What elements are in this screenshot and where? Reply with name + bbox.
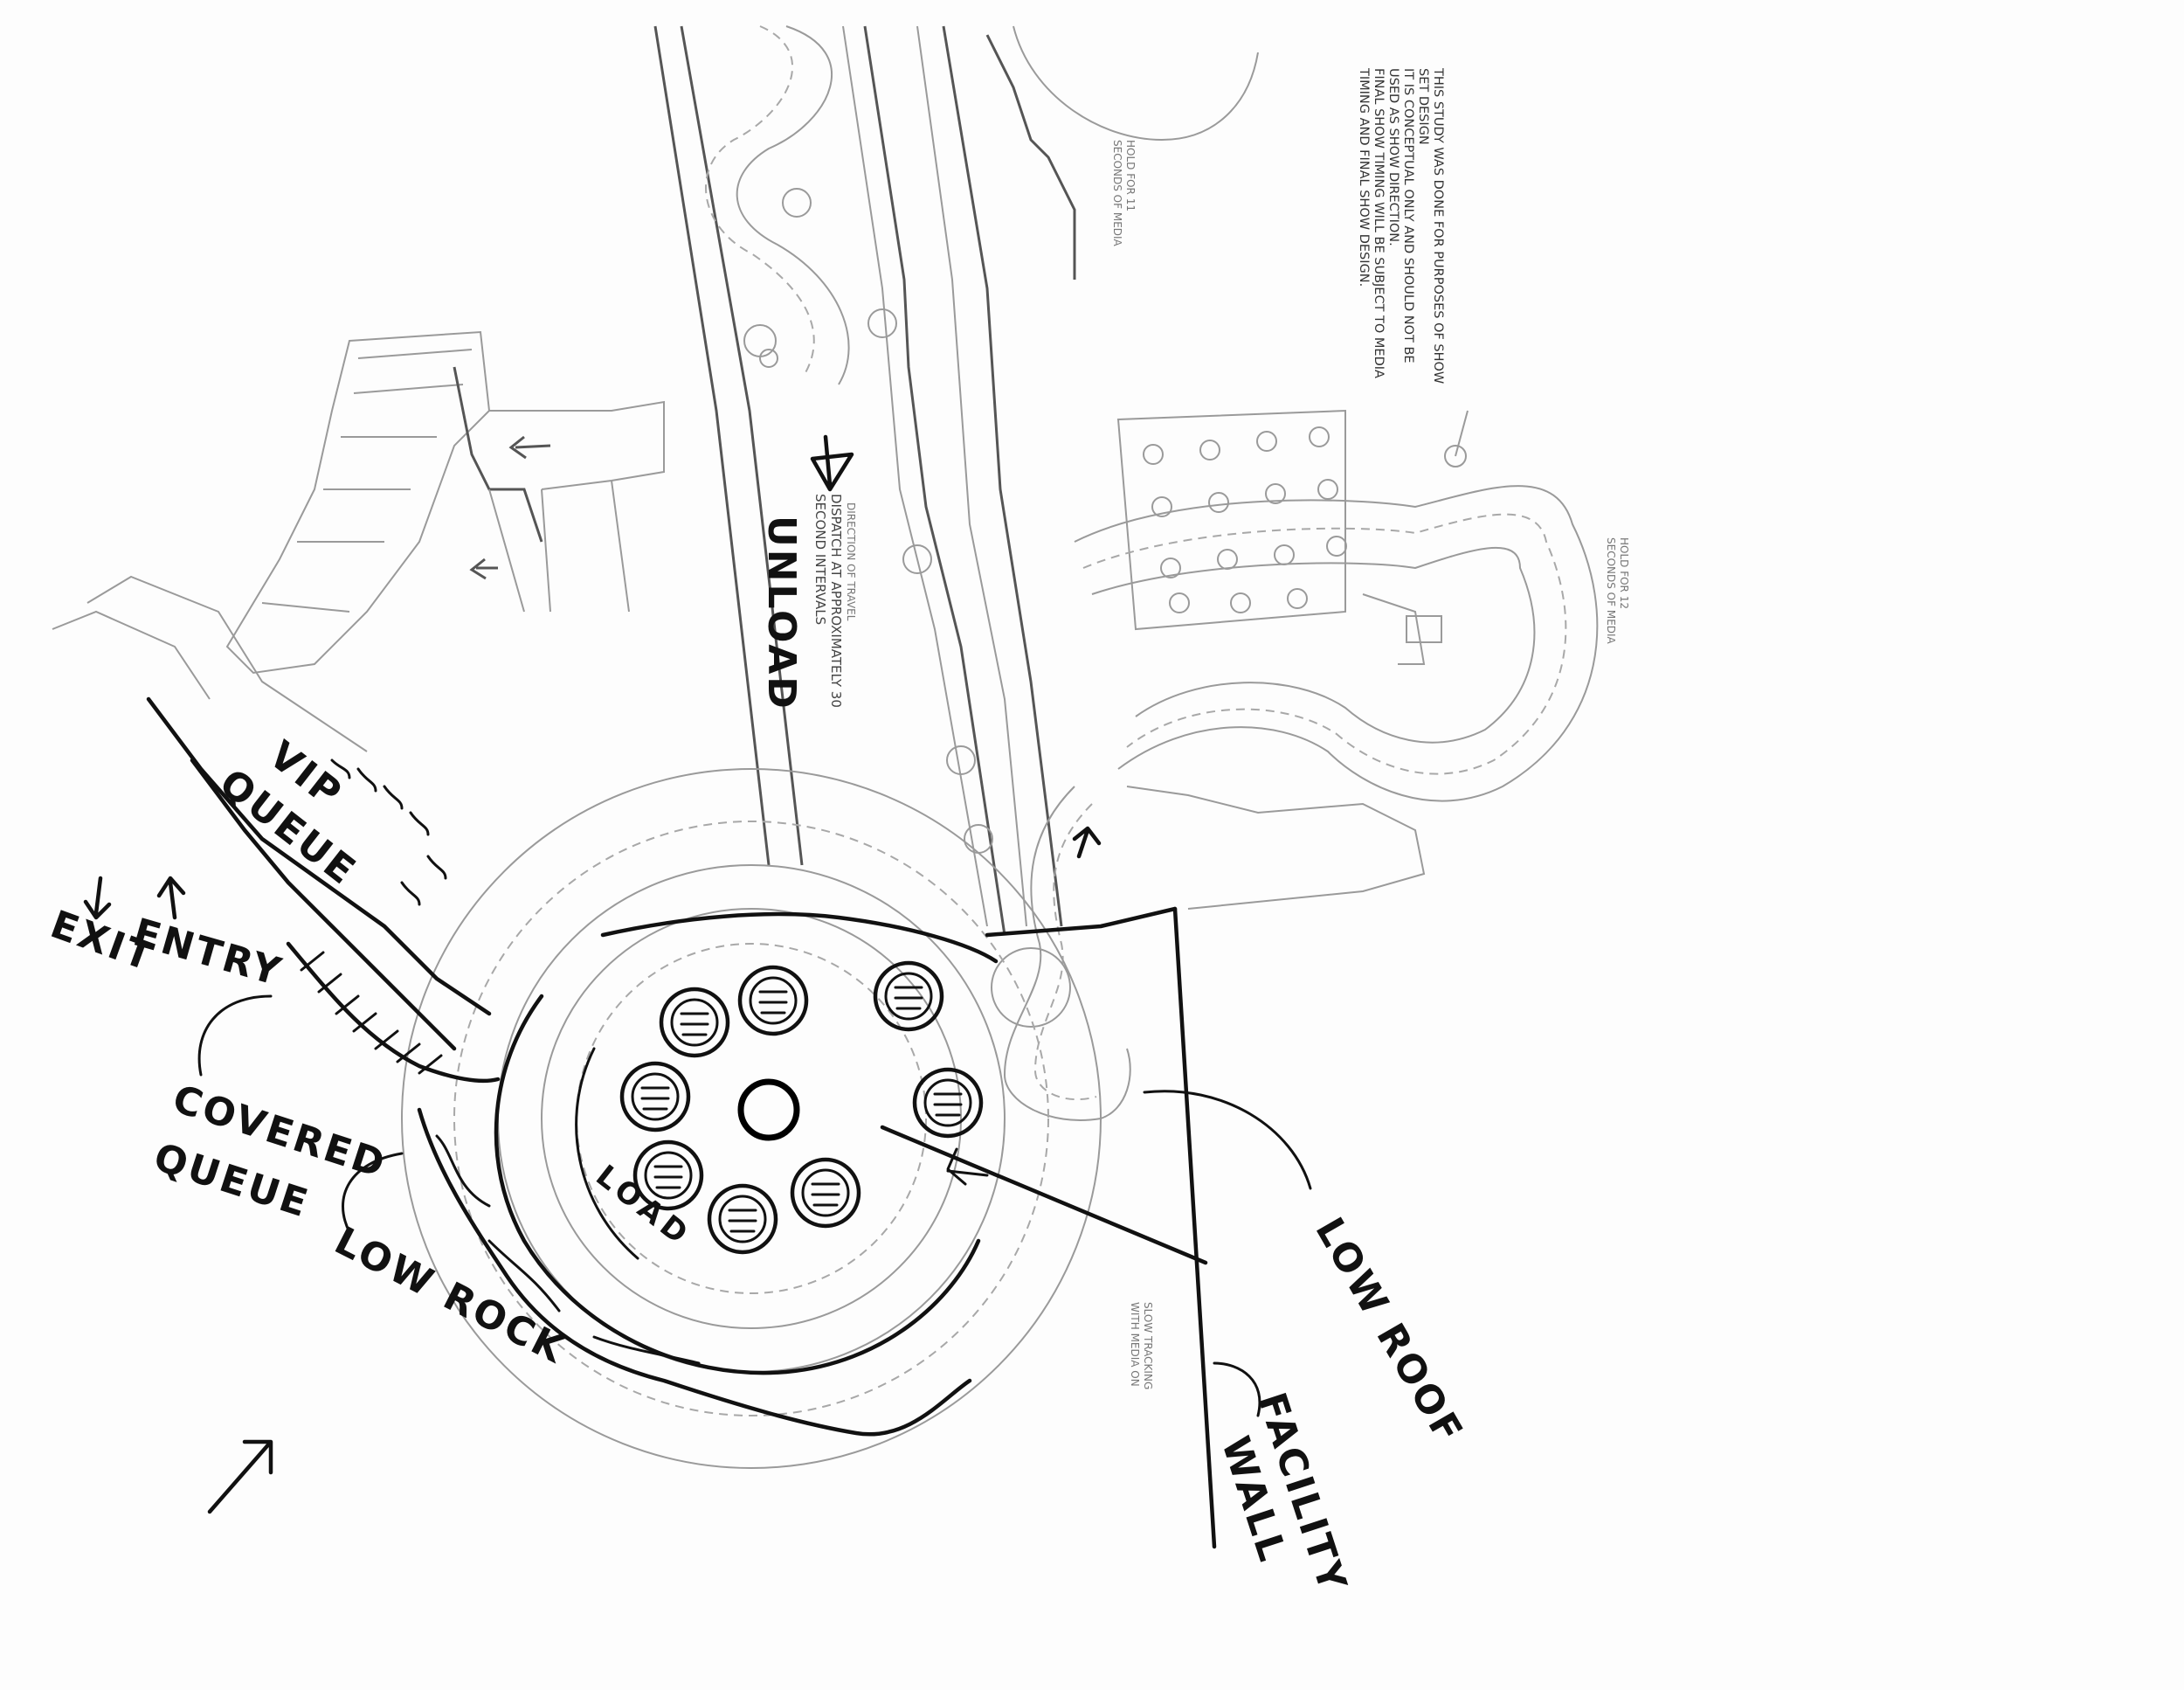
- low-roof-label: LOW ROOF: [1306, 1210, 1471, 1452]
- facility-wall-top: [985, 906, 1178, 938]
- unload-label: UNLOAD: [759, 516, 804, 711]
- track-channel-inner: [842, 25, 988, 927]
- facility-wall-line: [1172, 906, 1217, 1549]
- dispatch-spoke: [880, 1125, 1208, 1265]
- post: [946, 745, 976, 775]
- turntable-hub: [737, 1078, 800, 1141]
- left-building: [52, 330, 665, 752]
- lower-curve-wall: [1126, 786, 1426, 910]
- channel-posts: [743, 188, 993, 854]
- slow-tracking-line-1: SLOW TRACKING: [1142, 1302, 1154, 1389]
- post: [743, 324, 777, 357]
- low-rock-outline: [417, 1107, 972, 1437]
- dispatch-arrow: [810, 434, 854, 492]
- low-rock-label: LOW ROCK: [328, 1218, 573, 1373]
- track-channel-right-wall: [942, 25, 1063, 927]
- entry-label: ENTRY: [128, 911, 288, 995]
- lower-circle: [991, 947, 1071, 1028]
- vehicle: [707, 1183, 778, 1255]
- note-line-3: IT IS CONCEPTUAL ONLY AND SHOULD NOT BE: [1401, 68, 1415, 364]
- note-line-2: SET DESIGN: [1416, 68, 1430, 145]
- track-arrow-right: [1072, 826, 1102, 859]
- upper-winding-path-edge: [736, 25, 850, 385]
- dispatch-arrow-lower: [946, 1147, 989, 1186]
- hold-right-line-1: HOLD FOR 12: [1618, 537, 1630, 609]
- vehicle: [632, 1139, 704, 1211]
- facility-wall-leader: [1213, 1361, 1261, 1417]
- upper-winding-path: [705, 25, 815, 377]
- vip-queue-wall-inner: [190, 758, 457, 1051]
- vehicle: [737, 965, 809, 1036]
- track-channel-right: [916, 25, 1027, 927]
- grid-room: [1116, 409, 1347, 631]
- lower-curve-track-dash: [1033, 803, 1097, 1101]
- hold-top-line-1: HOLD FOR 11: [1124, 140, 1137, 211]
- plan-arrow-upper: [508, 435, 551, 460]
- upper-right-arc: [1013, 25, 1259, 142]
- turntable: [619, 960, 984, 1255]
- track-channel-wall: [863, 25, 1006, 936]
- post: [902, 544, 932, 574]
- loop-end-post: [1444, 445, 1467, 468]
- load-platform-edge: [600, 911, 999, 964]
- disclaimer-note: THIS STUDY WAS DONE FOR PURPOSES OF SHOW…: [1357, 67, 1445, 384]
- low-roof-leader: [1143, 1090, 1312, 1190]
- exit-arrow: [83, 876, 112, 920]
- note-line-6: TIMING AND FINAL SHOW DESIGN.: [1357, 67, 1371, 287]
- track-channel-left: [653, 25, 804, 866]
- right-loop-equipment: [1406, 615, 1442, 643]
- ink-sketch: UNLOAD VIP QUEUE EXIT ENTRY COVERED QUEU…: [45, 434, 1472, 1599]
- covered-queue-band: [286, 941, 501, 1084]
- vehicle: [659, 987, 730, 1058]
- right-loop-bracket: [1362, 593, 1426, 665]
- hold-top-line-2: SECONDS OF MEDIA: [1111, 140, 1123, 247]
- right-loop-outer: [1074, 485, 1599, 802]
- upper-right-wall: [985, 34, 1076, 280]
- direction-of-travel: DIRECTION OF TRAVEL: [845, 502, 857, 621]
- load-platform-inner-arc: [575, 1047, 639, 1260]
- right-loop-inner: [1091, 547, 1536, 744]
- note-line-4: USED AS SHOW DIRECTION.: [1386, 68, 1400, 246]
- vehicle: [873, 960, 944, 1032]
- note-line-1: THIS STUDY WAS DONE FOR PURPOSES OF SHOW: [1431, 67, 1445, 384]
- base-plan: SLOW TRACKING WITH MEDIA ON HOLD FOR 12 …: [52, 25, 1630, 1469]
- post: [759, 349, 778, 368]
- vehicle: [619, 1061, 691, 1132]
- hold-right-line-2: SECONDS OF MEDIA: [1605, 537, 1617, 645]
- vehicle: [790, 1157, 861, 1229]
- lower-curve-track: [1003, 786, 1131, 1121]
- right-loop-mid: [1082, 513, 1567, 775]
- covered-queue-leader: [197, 994, 273, 1077]
- north-arrow: [207, 1439, 273, 1514]
- vehicle: [912, 1067, 984, 1139]
- vip-queue-switchbacks: [330, 758, 447, 906]
- loop-end-stake: [1455, 410, 1469, 457]
- post: [867, 308, 897, 338]
- post: [782, 188, 812, 218]
- load-platform-arc: [494, 994, 981, 1375]
- covered-queue-hatch: [300, 951, 443, 1075]
- entry-arrow: [156, 876, 186, 920]
- slow-tracking-line-2: WITH MEDIA ON: [1129, 1302, 1141, 1387]
- dispatch-line-2: SECOND INTERVALS: [812, 494, 828, 625]
- plan-arrow-lower: [469, 558, 498, 580]
- post: [964, 824, 993, 854]
- low-rock-leader: [342, 1152, 404, 1234]
- dispatch-line-1: DISPATCH AT APPROXIMATELY 30: [828, 494, 844, 708]
- note-line-5: FINAL SHOW TIMING WILL BE SUBJECT TO MED…: [1372, 68, 1386, 378]
